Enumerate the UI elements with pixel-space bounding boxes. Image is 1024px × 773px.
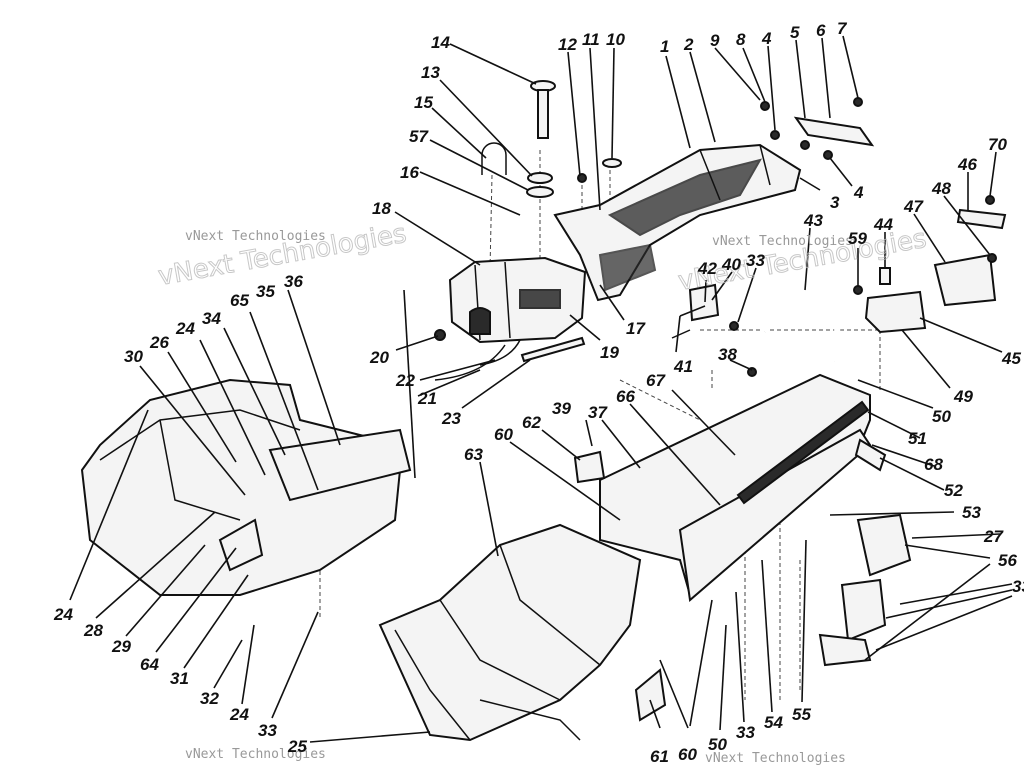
callout-45: 45 [1001,349,1021,368]
callout-33: 33 [736,723,755,742]
callout-51: 51 [908,429,927,448]
callout-5: 5 [790,23,800,42]
callout-55: 55 [792,705,811,724]
callout-28: 28 [83,621,103,640]
callout-33: 33 [258,721,277,740]
callout-24: 24 [175,319,195,338]
callout-64: 64 [140,655,159,674]
callout-12: 12 [558,35,577,54]
callout-59: 59 [848,229,867,248]
fuel-tank [448,256,587,344]
callout-19: 19 [600,343,619,362]
callout-56: 56 [998,551,1017,570]
callout-2: 2 [683,35,694,54]
callout-9: 9 [710,31,720,50]
callout-10: 10 [606,30,625,49]
callout-11: 11 [582,30,600,49]
callout-35: 35 [256,282,275,301]
chassis-frame [599,373,887,602]
callout-34: 34 [202,309,221,328]
suspension-brackets [573,450,912,722]
callout-52: 52 [944,481,963,500]
callout-21: 21 [417,389,437,408]
callout-20: 20 [369,348,389,367]
callout-53: 53 [962,503,981,522]
callout-4: 4 [853,183,864,202]
watermark-text: vNext Technologies [185,229,326,244]
right-brackets [853,195,1007,334]
callout-67: 67 [646,371,666,390]
callout-60: 60 [678,745,697,764]
callout-42: 42 [697,259,717,278]
leader-lines [69,35,1013,743]
callout-13: 13 [421,63,440,82]
callout-37: 37 [588,403,608,422]
callout-46: 46 [957,155,977,174]
callout-62: 62 [522,413,541,432]
callout-43: 43 [803,211,823,230]
callout-24: 24 [53,605,73,624]
callout-39: 39 [552,399,571,418]
small-parts-top [481,80,875,198]
callout-66: 66 [616,387,635,406]
callout-48: 48 [931,179,951,198]
fuel-lines [434,329,586,381]
callout-24: 24 [229,705,249,724]
callout-22: 22 [395,371,415,390]
callout-32: 32 [200,689,219,708]
callout-16: 16 [400,163,419,182]
callout-31: 31 [170,669,189,688]
callout-26: 26 [149,333,169,352]
callout-65: 65 [230,291,249,310]
callout-3: 3 [830,193,840,212]
callout-1: 1 [660,37,669,56]
hood-console [553,143,802,302]
callout-60: 60 [494,425,513,444]
callout-57: 57 [409,127,429,146]
callout-70: 70 [988,135,1007,154]
bellypan [378,523,642,742]
callout-18: 18 [372,199,391,218]
watermark-text: vNext Technologies [705,751,846,766]
callout-33: 33 [1012,577,1024,596]
callout-50: 50 [932,407,951,426]
callout-25: 25 [287,737,307,756]
callout-41: 41 [673,357,693,376]
watermark-text: vNext Technologies [185,747,326,762]
callout-68: 68 [924,455,943,474]
callout-40: 40 [721,255,741,274]
callout-38: 38 [718,345,737,364]
callout-23: 23 [441,409,461,428]
callout-36: 36 [284,272,303,291]
callout-4: 4 [761,29,772,48]
callout-50: 50 [708,735,727,754]
callout-54: 54 [764,713,783,732]
callout-44: 44 [873,215,893,234]
callout-61: 61 [650,747,669,766]
callout-27: 27 [983,527,1004,546]
callout-63: 63 [464,445,483,464]
callout-33: 33 [746,251,765,270]
callout-29: 29 [111,637,131,656]
callout-labels: 14 13 15 57 16 18 12 11 10 1 2 9 8 4 5 6… [53,19,1024,766]
watermark-text: vNext Technologies [712,234,853,249]
callout-6: 6 [816,21,826,40]
callout-15: 15 [414,93,433,112]
callout-17: 17 [626,319,646,338]
callout-14: 14 [431,33,450,52]
handle-bar [671,283,844,377]
callout-30: 30 [124,347,143,366]
callout-49: 49 [953,387,973,406]
callout-8: 8 [736,30,746,49]
callout-47: 47 [903,197,924,216]
callout-7: 7 [837,19,848,38]
seat-assembly [80,378,412,596]
